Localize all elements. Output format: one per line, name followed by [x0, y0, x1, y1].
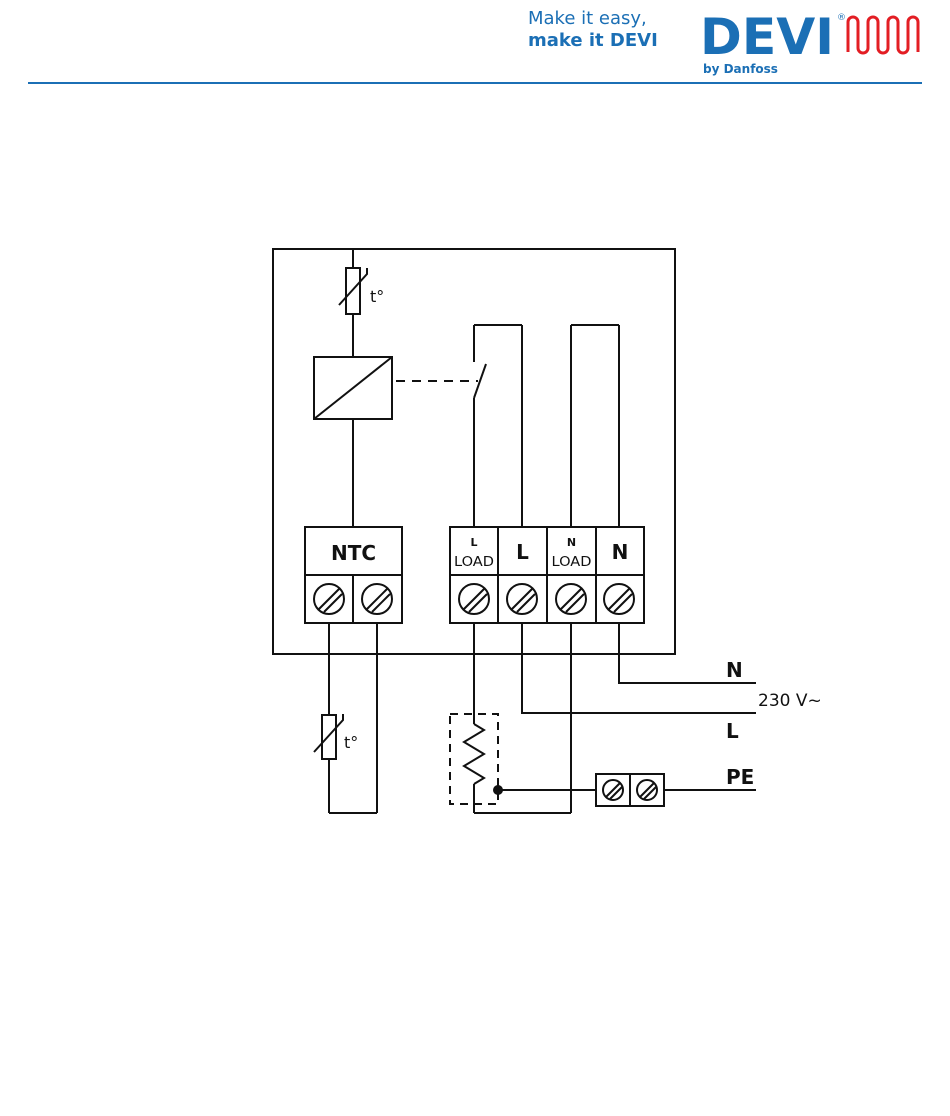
heating-element: [450, 623, 571, 813]
supply-pe-label: PE: [726, 765, 754, 789]
terminal-l-label: L: [516, 540, 529, 564]
supply-l-label: L: [726, 719, 739, 743]
supply-wires: [522, 623, 756, 713]
supply-voltage-label: 230 V~: [758, 691, 822, 711]
floor-sensor-wiring: [314, 623, 377, 813]
terminal-n-load-bottom: LOAD: [552, 555, 592, 570]
terminal-n-label: N: [612, 540, 629, 564]
terminal-screws: [314, 584, 634, 614]
internal-sensor: [339, 249, 367, 357]
terminal-n-load-top: N: [567, 536, 576, 549]
earth-wiring: [498, 774, 756, 806]
floor-sensor-label: t°: [344, 733, 358, 752]
terminal-l-load-bottom: LOAD: [454, 555, 494, 570]
neutral-bridge: [571, 325, 619, 527]
terminal-l-load-top: L: [470, 536, 477, 549]
relay-switch: [474, 325, 522, 527]
terminal-ntc-label: NTC: [331, 541, 376, 565]
relay-coil: [314, 357, 392, 527]
earth-junction-dot: [493, 785, 503, 795]
internal-sensor-label: t°: [370, 287, 384, 306]
supply-n-label: N: [726, 658, 743, 682]
